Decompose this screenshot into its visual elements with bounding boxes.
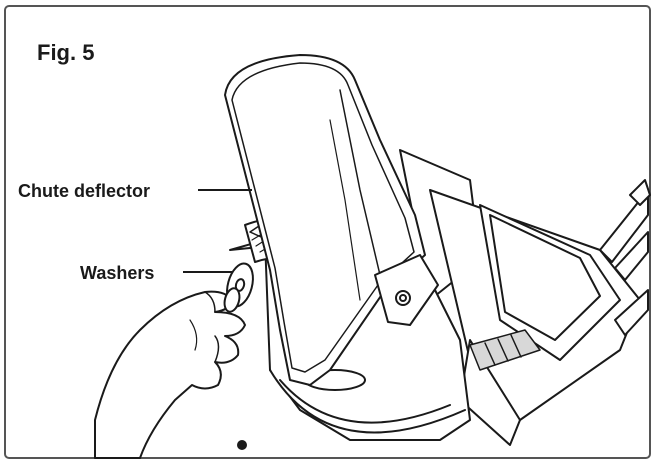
snowblower-illustration — [94, 54, 651, 459]
lower-bolt — [237, 440, 247, 450]
figure-title: Fig. 5 — [37, 40, 94, 65]
washers-label: Washers — [80, 263, 154, 283]
hand — [94, 290, 246, 459]
tread-detail — [469, 329, 541, 371]
pivot-plate — [374, 254, 439, 326]
handle-bars — [599, 179, 651, 336]
chute-deflector — [224, 54, 426, 386]
chute-deflector-label: Chute deflector — [18, 181, 150, 201]
washers — [223, 262, 254, 313]
